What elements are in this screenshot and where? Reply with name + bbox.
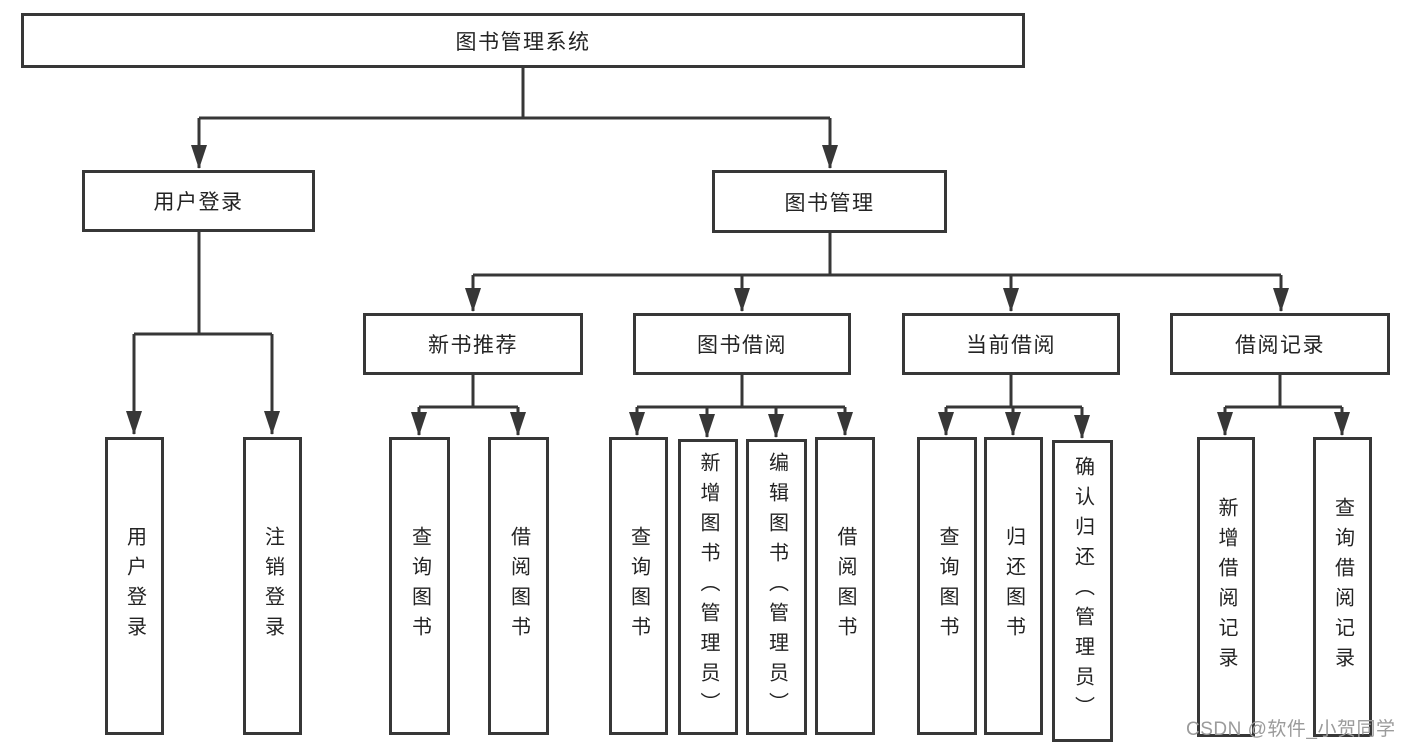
leaf-query-books-borrowing: 查询图书 <box>609 437 668 735</box>
leaf-label: 新增图书（管理员） <box>697 452 719 722</box>
node-borrowing-records: 借阅记录 <box>1170 313 1390 375</box>
leaf-label: 新增借阅记录 <box>1215 497 1237 677</box>
connector-borrowing-records-children <box>1217 375 1350 436</box>
leaf-label: 查询借阅记录 <box>1331 497 1354 677</box>
leaf-label: 借阅图书 <box>507 526 530 646</box>
leaf-label: 用户登录 <box>123 526 146 646</box>
leaf-label: 查询图书 <box>627 526 650 646</box>
leaf-label: 查询图书 <box>936 526 958 646</box>
leaf-label: 编辑图书（管理员） <box>765 452 788 722</box>
leaf-borrow-books-borrowing: 借阅图书 <box>815 437 875 735</box>
connector-book-management-sections <box>465 233 1289 312</box>
leaf-add-borrow-record: 新增借阅记录 <box>1197 437 1255 737</box>
watermark: CSDN @软件_小贺同学 <box>1186 719 1396 740</box>
node-book-management: 图书管理 <box>712 170 947 233</box>
leaf-query-books-current: 查询图书 <box>917 437 977 735</box>
connector-new-book-recommend-children <box>411 375 526 436</box>
leaf-label: 注销登录 <box>261 526 284 646</box>
leaf-add-book-admin: 新增图书（管理员） <box>678 439 738 735</box>
leaf-borrow-books-recommend: 借阅图书 <box>488 437 549 735</box>
node-book-borrowing: 图书借阅 <box>633 313 851 375</box>
connector-root-to-level2 <box>191 68 838 169</box>
leaf-label: 归还图书 <box>1002 526 1025 646</box>
leaf-query-books-recommend: 查询图书 <box>389 437 450 735</box>
leaf-logout: 注销登录 <box>243 437 302 735</box>
leaf-label: 确认归还（管理员） <box>1071 456 1094 726</box>
node-new-book-recommend: 新书推荐 <box>363 313 583 375</box>
connector-book-borrowing-children <box>629 375 853 438</box>
leaf-confirm-return-admin: 确认归还（管理员） <box>1052 440 1113 742</box>
node-current-borrowing: 当前借阅 <box>902 313 1120 375</box>
leaf-edit-book-admin: 编辑图书（管理员） <box>746 439 807 735</box>
leaf-label: 查询图书 <box>408 526 431 646</box>
leaf-user-login: 用户登录 <box>105 437 164 735</box>
leaf-label: 借阅图书 <box>834 526 856 646</box>
node-user-login: 用户登录 <box>82 170 315 232</box>
leaf-query-borrow-record: 查询借阅记录 <box>1313 437 1372 737</box>
node-root: 图书管理系统 <box>21 13 1025 68</box>
leaf-return-books: 归还图书 <box>984 437 1043 735</box>
connector-current-borrowing-children <box>938 375 1090 439</box>
connector-user-login-children <box>126 232 280 435</box>
